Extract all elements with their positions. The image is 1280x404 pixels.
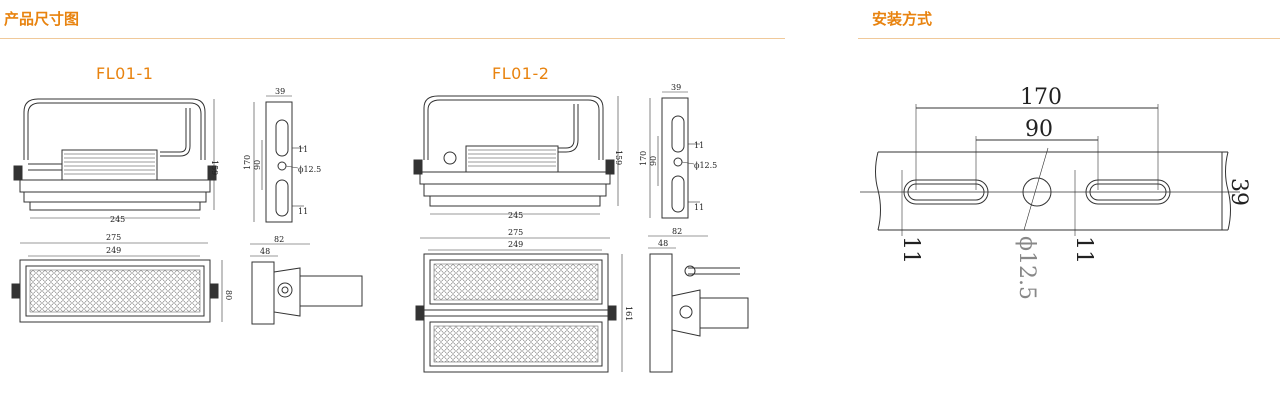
fl01-2-front-height-label: 159 xyxy=(614,150,623,165)
mounting-left-gap-label: 11 xyxy=(898,236,923,264)
mounting-height-label: 39 xyxy=(1226,178,1251,206)
fl01-1-front-view xyxy=(13,98,217,219)
fl01-2-side-view-2 xyxy=(648,235,749,373)
fl01-1-top-view xyxy=(11,242,223,323)
fl01-1-front-width-label: 245 xyxy=(110,215,125,224)
fl01-1-led-grid xyxy=(29,269,201,313)
fl01-2-top-height-label: 161 xyxy=(624,306,633,321)
mounting-hole-label: ϕ12.5 xyxy=(1014,236,1039,300)
fl01-1-front-height-label: 159 xyxy=(210,160,219,175)
fl01-1-side2-inner-label: 48 xyxy=(260,247,270,256)
fl01-2-side2-inner-label: 48 xyxy=(658,239,668,248)
mounting-section-title: 安装方式 xyxy=(872,10,933,28)
mounting-outer-label: 170 xyxy=(1020,85,1062,110)
fl01-2-front-view xyxy=(413,95,619,215)
fl01-2-top-inner-label: 249 xyxy=(508,240,523,249)
fl01-2-top-view xyxy=(415,237,623,373)
fl01-2-led-grid xyxy=(433,263,599,363)
fl01-1-side-view xyxy=(253,95,304,223)
dimensions-section-divider xyxy=(0,38,785,39)
fl01-1-side-gap-top-label: 11 xyxy=(298,145,308,154)
fl01-1-side-height-label: 170 xyxy=(243,155,252,170)
fl01-2-top-outer-label: 275 xyxy=(508,228,523,237)
fl01-2-side-height-label: 170 xyxy=(639,151,648,166)
fl01-2-side-hole-label: ϕ12.5 xyxy=(694,161,717,170)
fl01-2-side-top-label: 39 xyxy=(671,83,681,92)
fl01-1-side2-outer-label: 82 xyxy=(274,235,284,244)
fl01-1-side-hole-label: ϕ12.5 xyxy=(298,165,321,174)
fl01-1-side-view-2 xyxy=(250,243,363,325)
mounting-inner-label: 90 xyxy=(1025,117,1053,142)
fl01-2-side2-outer-label: 82 xyxy=(672,227,682,236)
model-label-fl01-2: FL01-2 xyxy=(492,64,550,83)
fl01-1-side-top-label: 39 xyxy=(275,87,285,96)
fl01-1-side-gap-bottom-label: 11 xyxy=(298,207,308,216)
fl01-1-side-inner-label: 90 xyxy=(253,160,262,170)
mounting-right-gap-label: 11 xyxy=(1071,236,1096,264)
mounting-diagram xyxy=(860,104,1240,236)
dimensions-section-title: 产品尺寸图 xyxy=(4,10,80,28)
mounting-section-divider xyxy=(858,38,1280,39)
fl01-1-top-inner-label: 249 xyxy=(106,246,121,255)
model-label-fl01-1: FL01-1 xyxy=(96,64,154,83)
fl01-2-side-gap-top-label: 11 xyxy=(694,141,704,150)
fl01-2-side-view xyxy=(649,91,700,219)
fl01-2-front-width-label: 245 xyxy=(508,211,523,220)
fl01-1-top-outer-label: 275 xyxy=(106,233,121,242)
fl01-2-side-inner-label: 90 xyxy=(649,156,658,166)
fl01-1-top-height-label: 80 xyxy=(224,290,233,300)
fl01-2-side-gap-bottom-label: 11 xyxy=(694,203,704,212)
